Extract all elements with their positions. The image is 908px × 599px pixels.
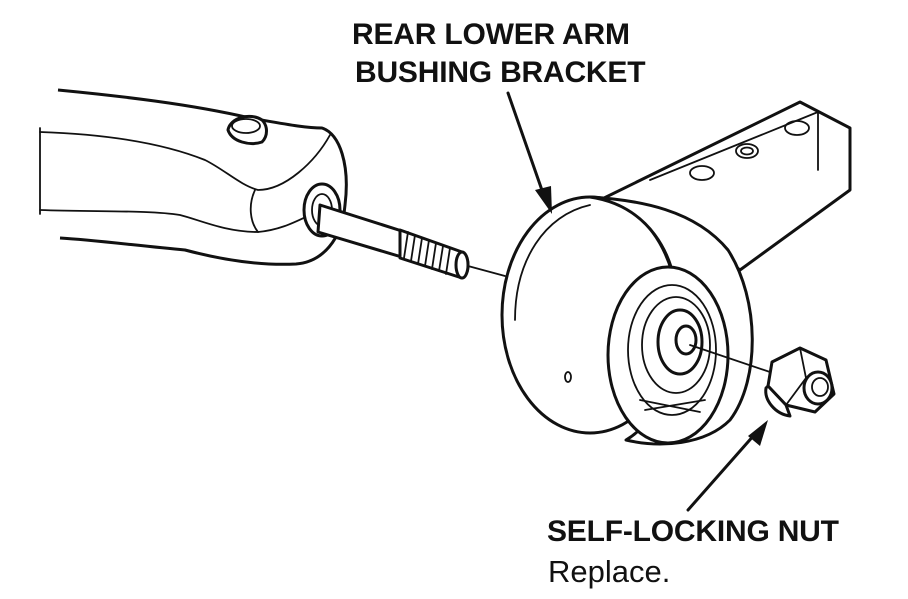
bushing-bracket — [500, 100, 852, 446]
leader-arrow-bracket — [506, 91, 552, 214]
nut-label-instruction: Replace. — [548, 554, 671, 589]
bracket-label-line1: REAR LOWER ARM — [352, 18, 630, 51]
leader-arrow-nut — [686, 420, 768, 512]
lower-arm — [39, 88, 348, 266]
bracket-label-line2: BUSHING BRACKET — [355, 56, 646, 89]
bolt — [316, 203, 506, 280]
self-locking-nut — [764, 346, 836, 418]
nut-label-line1: SELF-LOCKING NUT — [547, 515, 839, 548]
